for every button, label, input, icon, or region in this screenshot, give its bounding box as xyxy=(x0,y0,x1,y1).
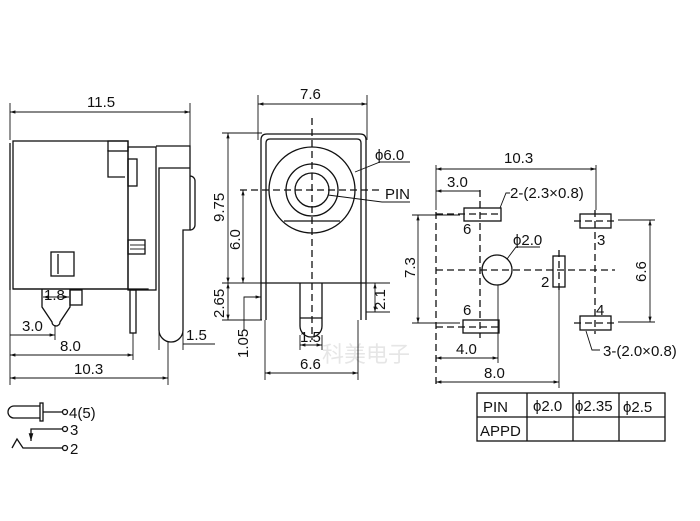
dim-1-8: 1.8 xyxy=(44,287,65,304)
dim-3-0: 3.0 xyxy=(22,318,43,335)
dim-7-6: 7.6 xyxy=(300,86,321,103)
dim-11-5: 11.5 xyxy=(87,94,115,111)
table-header-2-0: ϕ2.0 xyxy=(533,398,562,415)
dim-4-0: 4.0 xyxy=(456,341,477,358)
pin-table: PIN ϕ2.0 ϕ2.35 ϕ2.5 APPD xyxy=(476,392,666,442)
dim-2-65: 2.65 xyxy=(211,289,228,318)
dim-8-0: 8.0 xyxy=(60,338,81,355)
dim-2-1: 2.1 xyxy=(372,289,389,310)
pad-6-bottom xyxy=(462,319,500,334)
dim-6-0: 6.0 xyxy=(227,229,244,250)
schematic: 4(5) 3 2 xyxy=(7,402,96,458)
pad-2-label: 2 xyxy=(541,274,549,291)
front-view: 7.6 9.75 6.0 2.65 1.05 2.1 1.5 6.6 ϕ6.0 xyxy=(211,86,410,380)
pad-4-label: 4 xyxy=(596,302,604,319)
dim-1-5-front: 1.5 xyxy=(300,329,321,346)
table-header-2-35: ϕ2.35 xyxy=(575,398,613,415)
pin-4-5-label: 4(5) xyxy=(69,405,96,422)
pin-3-label: 3 xyxy=(70,422,78,439)
table-header-2-5: ϕ2.5 xyxy=(623,399,652,416)
pad-2 xyxy=(552,255,566,288)
dim-1-05: 1.05 xyxy=(235,329,252,358)
table-row-appd: APPD xyxy=(480,423,521,440)
pad-6-top-label: 6 xyxy=(463,221,471,238)
dim-10-3: 10.3 xyxy=(74,361,103,378)
slot6-label: 2-(2.3×0.8) xyxy=(510,185,584,202)
side-view: 11.5 1.8 3.0 8.0 10.3 1.5 xyxy=(9,94,215,385)
pad-6-bottom-label: 6 xyxy=(463,302,471,319)
dim-7-3: 7.3 xyxy=(402,257,419,278)
watermark: 科美电子 xyxy=(322,343,410,368)
pcb-footprint: 10.3 3.0 2-(2.3×0.8) 6 3 ϕ2.0 2 6 4 3-(2… xyxy=(402,150,677,388)
dim-8-0-pcb: 8.0 xyxy=(484,365,505,382)
hole-label: ϕ2.0 xyxy=(513,232,542,249)
dim-6-6-front: 6.6 xyxy=(300,356,321,373)
pad-3-label: 3 xyxy=(597,232,605,249)
dim-3-0-pcb: 3.0 xyxy=(447,174,468,191)
table-header-pin: PIN xyxy=(483,399,508,416)
center-hole xyxy=(481,254,513,286)
dim-9-75: 9.75 xyxy=(211,193,228,222)
dim-1-5-side: 1.5 xyxy=(186,327,207,344)
diameter-6-0-label: ϕ6.0 xyxy=(375,147,404,164)
dim-6-6-pcb: 6.6 xyxy=(633,261,650,282)
pad-6-top xyxy=(463,207,502,222)
slot34-label: 3-(2.0×0.8) xyxy=(603,343,677,360)
pin-2-label: 2 xyxy=(70,441,78,458)
pin-label: PIN xyxy=(385,186,410,203)
dim-10-3-pcb: 10.3 xyxy=(504,150,533,167)
